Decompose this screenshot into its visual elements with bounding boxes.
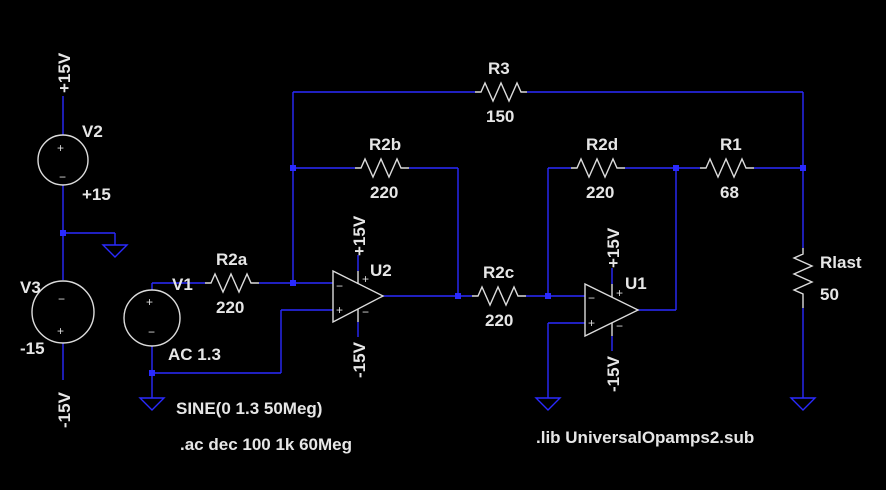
junction-dot bbox=[149, 370, 155, 376]
r1-value: 68 bbox=[720, 183, 739, 202]
v3-value: -15 bbox=[20, 339, 45, 358]
r2a-value: 220 bbox=[216, 298, 244, 317]
plus-sign: + bbox=[57, 324, 64, 338]
junction-dot bbox=[800, 165, 806, 171]
minus-sign: − bbox=[58, 292, 65, 306]
voltage-source-icon bbox=[37, 134, 89, 186]
u2-name: U2 bbox=[370, 261, 392, 280]
v2-name: V2 bbox=[82, 122, 103, 141]
plus-pin-sign: + bbox=[336, 303, 343, 317]
r3-name: R3 bbox=[488, 59, 510, 78]
voltage-source-v3[interactable]: − + bbox=[31, 280, 95, 344]
v1-name: V1 bbox=[172, 275, 193, 294]
resistor-icon bbox=[792, 248, 814, 308]
ground-symbol bbox=[534, 397, 562, 411]
rlast-value: 50 bbox=[820, 285, 839, 304]
voltage-source-v2[interactable]: + − bbox=[37, 134, 89, 186]
v2-value: +15 bbox=[82, 185, 111, 204]
r1-name: R1 bbox=[720, 135, 742, 154]
ground-symbol bbox=[789, 397, 817, 411]
vminus-pin-sign: − bbox=[616, 319, 623, 333]
net-label-u2-vplus: +15V bbox=[350, 215, 369, 256]
voltage-source-icon bbox=[31, 280, 95, 344]
resistor-icon bbox=[472, 285, 526, 307]
resistor-r2b[interactable] bbox=[355, 157, 409, 179]
junction-dot bbox=[60, 230, 66, 236]
v1-spec: SINE(0 1.3 50Meg) bbox=[176, 399, 322, 418]
v1-value: AC 1.3 bbox=[168, 345, 221, 364]
r2b-name: R2b bbox=[369, 135, 401, 154]
minus-pin-sign: − bbox=[336, 279, 343, 293]
r2a-name: R2a bbox=[216, 250, 248, 269]
opamp-u1[interactable]: − + + − bbox=[584, 282, 640, 338]
r2b-value: 220 bbox=[370, 183, 398, 202]
r2c-name: R2c bbox=[483, 263, 514, 282]
minus-sign: − bbox=[148, 325, 155, 339]
plus-sign: + bbox=[146, 295, 153, 309]
resistor-r2a[interactable] bbox=[205, 272, 259, 294]
lib-directive[interactable]: .lib UniversalOpamps2.sub bbox=[536, 428, 754, 447]
net-label-v2-top: +15V bbox=[55, 52, 74, 93]
resistor-r3[interactable] bbox=[475, 81, 527, 103]
resistor-icon bbox=[571, 157, 625, 179]
plus-pin-sign: + bbox=[588, 316, 595, 330]
resistor-icon bbox=[205, 272, 259, 294]
rlast-name: Rlast bbox=[820, 253, 862, 272]
vplus-pin-sign: + bbox=[362, 272, 369, 286]
voltage-source-v1[interactable]: + − bbox=[123, 289, 181, 347]
wires bbox=[62, 91, 804, 398]
ac-directive[interactable]: .ac dec 100 1k 60Meg bbox=[180, 435, 352, 454]
r2d-name: R2d bbox=[586, 135, 618, 154]
v3-name: V3 bbox=[20, 278, 41, 297]
resistor-icon bbox=[700, 157, 754, 179]
net-label-u1-vminus: -15V bbox=[604, 355, 623, 392]
net-label-u1-vplus: +15V bbox=[604, 227, 623, 268]
junction-dot bbox=[545, 293, 551, 299]
junction-dot bbox=[290, 280, 296, 286]
resistor-rlast[interactable] bbox=[792, 248, 814, 308]
net-label-v3-bottom: -15V bbox=[55, 391, 74, 428]
junction-dot bbox=[673, 165, 679, 171]
resistor-icon bbox=[475, 81, 527, 103]
minus-sign: − bbox=[59, 170, 66, 184]
r3-value: 150 bbox=[486, 107, 514, 126]
resistor-r1[interactable] bbox=[700, 157, 754, 179]
r2c-value: 220 bbox=[485, 311, 513, 330]
plus-sign: + bbox=[57, 141, 64, 155]
r2d-value: 220 bbox=[586, 183, 614, 202]
u1-name: U1 bbox=[625, 274, 647, 293]
minus-pin-sign: − bbox=[588, 291, 595, 305]
resistor-r2d[interactable] bbox=[571, 157, 625, 179]
junction-dot bbox=[290, 165, 296, 171]
vplus-pin-sign: + bbox=[616, 286, 623, 300]
voltage-source-icon bbox=[123, 289, 181, 347]
junction-dot bbox=[455, 293, 461, 299]
resistor-icon bbox=[355, 157, 409, 179]
resistor-r2c[interactable] bbox=[472, 285, 526, 307]
junctions bbox=[60, 165, 806, 376]
ground-symbol bbox=[138, 397, 166, 411]
opamp-u2[interactable]: − + + − bbox=[332, 269, 385, 324]
net-label-u2-vminus: -15V bbox=[350, 341, 369, 378]
grounds bbox=[101, 244, 817, 411]
ground-symbol bbox=[101, 244, 129, 258]
vminus-pin-sign: − bbox=[362, 305, 369, 319]
